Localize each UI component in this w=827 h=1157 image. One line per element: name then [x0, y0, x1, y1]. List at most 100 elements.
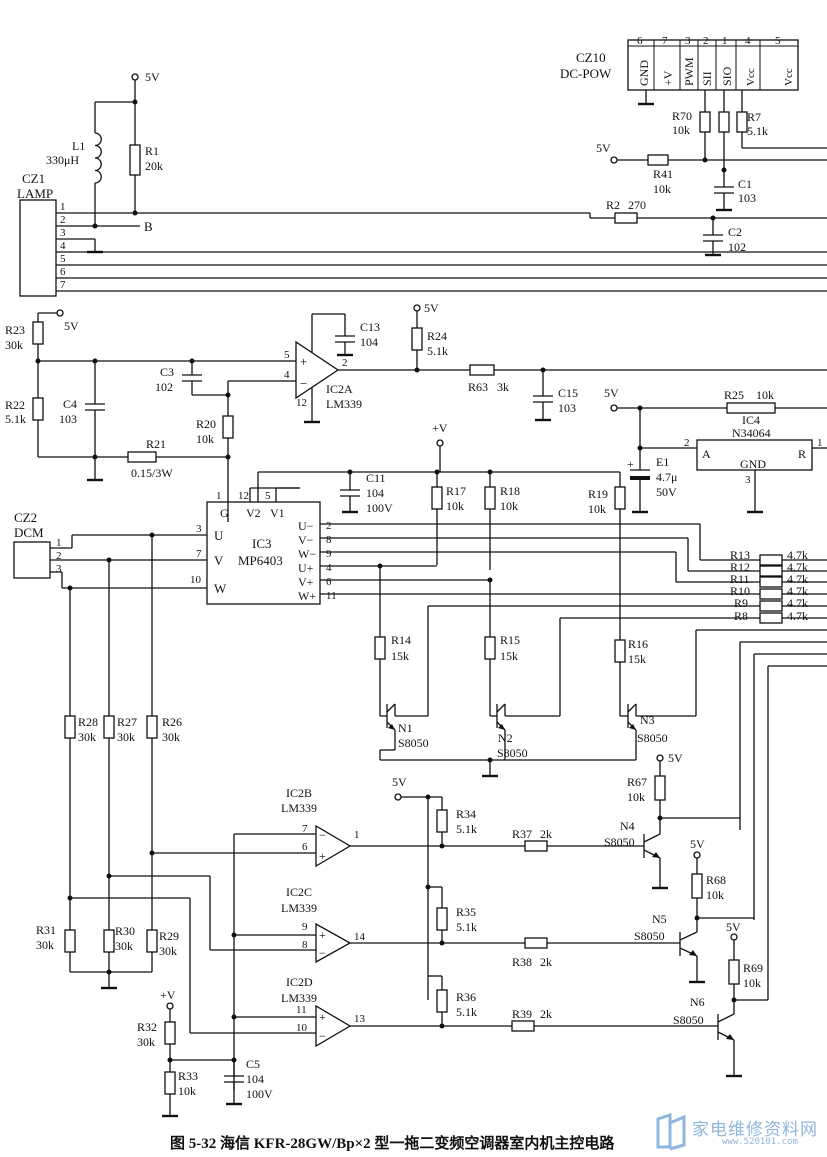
svg-text:103: 103	[59, 412, 77, 426]
vcc-terminal: +V	[160, 988, 176, 1010]
svg-text:4.7k: 4.7k	[787, 596, 808, 610]
vcc-terminal: +V	[432, 421, 448, 447]
svg-text:DCM: DCM	[14, 525, 44, 540]
svg-text:+V: +V	[432, 421, 448, 435]
svg-text:C11: C11	[366, 471, 386, 485]
svg-text:LM339: LM339	[281, 991, 317, 1005]
svg-text:R32: R32	[137, 1020, 157, 1034]
svg-text:R: R	[798, 447, 806, 461]
inductor-l1: L1 330μH	[46, 132, 102, 184]
svg-text:R38: R38	[512, 955, 532, 969]
svg-text:5V: 5V	[596, 141, 611, 155]
cz10-pin-name: PWM	[682, 57, 696, 86]
svg-text:1: 1	[56, 537, 62, 549]
svg-text:0.15/3W: 0.15/3W	[131, 466, 173, 480]
resistor-r14: R14 15k	[374, 633, 411, 663]
svg-text:11: 11	[296, 1004, 307, 1016]
svg-text:2k: 2k	[540, 827, 552, 841]
svg-text:5.1k: 5.1k	[456, 920, 477, 934]
svg-text:S8050: S8050	[398, 736, 429, 750]
svg-text:6: 6	[60, 266, 66, 278]
vcc-terminal: 5V	[131, 70, 160, 84]
capacitor-c15: C15 103	[533, 370, 578, 422]
resistor-r67: R67 10k	[627, 775, 666, 804]
svg-text:LM339: LM339	[281, 801, 317, 815]
svg-text:100V: 100V	[246, 1087, 273, 1101]
svg-text:LM339: LM339	[326, 397, 362, 411]
svg-text:10k: 10k	[653, 182, 671, 196]
svg-text:R27: R27	[117, 715, 137, 729]
resistor-r31: R31 30k	[36, 923, 76, 953]
svg-text:R24: R24	[427, 329, 447, 343]
svg-text:R22: R22	[5, 398, 25, 412]
resistor-r70: R70 10k	[672, 109, 711, 137]
svg-text:IC2D: IC2D	[286, 975, 313, 989]
svg-text:R1: R1	[145, 144, 159, 158]
svg-text:30k: 30k	[5, 338, 23, 352]
resistor-r15: R15 15k	[484, 633, 520, 663]
svg-text:5V: 5V	[145, 70, 160, 84]
svg-text:R23: R23	[5, 323, 25, 337]
capacitor-c2: C2 102	[703, 218, 746, 257]
svg-text:LAMP: LAMP	[17, 186, 53, 201]
svg-text:IC2B: IC2B	[286, 786, 312, 800]
svg-text:5V: 5V	[64, 319, 79, 333]
svg-text:−: −	[319, 828, 326, 842]
resistor-r68: R68 10k	[691, 873, 726, 902]
resistor-r24: R24 5.1k	[411, 327, 448, 358]
cz10-pin-name: Vcc	[783, 68, 795, 86]
vcc-terminal: 5V	[690, 837, 705, 859]
svg-text:12: 12	[296, 397, 307, 409]
resistor-r25: R25 10k	[724, 388, 776, 414]
svg-text:30k: 30k	[137, 1035, 155, 1049]
svg-text:3: 3	[56, 563, 62, 575]
svg-text:R18: R18	[500, 484, 520, 498]
cz10-pin-num: 3	[685, 35, 691, 47]
svg-text:R39: R39	[512, 1007, 532, 1021]
svg-text:R7: R7	[747, 110, 761, 124]
svg-text:5V: 5V	[604, 386, 619, 400]
svg-text:R70: R70	[672, 109, 692, 123]
svg-text:V−: V−	[298, 533, 314, 547]
svg-text:GND: GND	[740, 457, 766, 471]
resistor-r19: R19 10k	[588, 486, 626, 516]
cz10-name: DC-POW	[560, 66, 612, 81]
svg-text:2: 2	[684, 437, 690, 449]
svg-text:30k: 30k	[159, 944, 177, 958]
svg-text:5.1k: 5.1k	[427, 344, 448, 358]
svg-text:W−: W−	[298, 547, 316, 561]
vcc-terminal: 5V	[596, 141, 618, 164]
svg-text:S8050: S8050	[497, 746, 528, 760]
svg-text:R25: R25	[724, 388, 744, 402]
svg-text:IC2C: IC2C	[286, 885, 312, 899]
svg-text:5V: 5V	[690, 837, 705, 851]
svg-text:V: V	[214, 553, 224, 568]
transistor-n5: N5 S8050	[634, 912, 698, 957]
resistor-r22: R22 5.1k	[5, 397, 44, 426]
cz10-pin-num: 7	[662, 35, 668, 47]
svg-text:V+: V+	[298, 575, 314, 589]
figure-caption: 图 5-32 海信 KFR-28GW/Bp×2 型一拖二变频空调器室内机主控电路	[170, 1136, 615, 1152]
svg-text:3: 3	[60, 227, 66, 239]
svg-text:2: 2	[60, 214, 66, 226]
resistor-r63: R63 3k	[468, 364, 509, 394]
cz10-pin-name: Vcc	[745, 68, 757, 86]
svg-text:5: 5	[284, 349, 290, 361]
svg-text:U: U	[214, 528, 224, 543]
svg-text:R9: R9	[734, 596, 748, 610]
svg-text:A: A	[702, 447, 711, 461]
resistor-r23: R23 30k	[5, 321, 44, 352]
svg-text:+: +	[319, 1010, 326, 1024]
vcc-terminal: 5V	[604, 386, 619, 412]
svg-text:100V: 100V	[366, 501, 393, 515]
svg-text:IC4: IC4	[742, 413, 760, 427]
svg-text:R36: R36	[456, 990, 476, 1004]
svg-text:30k: 30k	[117, 730, 135, 744]
svg-text:−: −	[319, 946, 326, 960]
svg-text:330μH: 330μH	[46, 153, 79, 167]
svg-text:2: 2	[342, 357, 348, 369]
svg-text:6: 6	[326, 576, 332, 588]
svg-text:8: 8	[326, 534, 332, 546]
resistor-r13: R13 4.7k	[730, 548, 808, 566]
svg-text:15k: 15k	[500, 649, 518, 663]
